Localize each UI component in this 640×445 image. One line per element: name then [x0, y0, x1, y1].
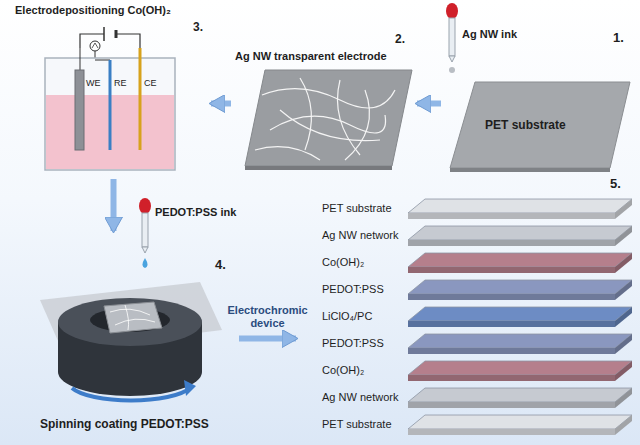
nanowires — [255, 78, 395, 160]
layer-slab — [408, 280, 632, 300]
layer-box: LiClO₄/PC — [300, 304, 400, 330]
pet-plate-edge — [450, 168, 610, 172]
electrode-label: RE — [114, 78, 127, 89]
step-number: 5. — [610, 176, 621, 192]
process-arrow — [417, 101, 441, 107]
ink-label: Ag NW ink — [462, 28, 517, 41]
node-label: PET substrate — [485, 118, 566, 132]
ink-label: PEDOT:PSS ink — [155, 206, 236, 219]
node-label: Ag NW network — [322, 391, 398, 404]
agnw-plate-edge — [245, 166, 392, 170]
layer-box: Ag NW network — [300, 385, 402, 411]
node-label: PET substrate — [322, 418, 392, 431]
node-label: Co(OH)₂ — [322, 364, 364, 377]
process-arrow — [211, 101, 231, 107]
layer-box: Ag NW network — [300, 223, 402, 249]
layer-box: Co(OH)₂ — [300, 250, 400, 276]
dropper — [139, 198, 151, 268]
node-label: LiClO₄/PC — [322, 310, 372, 323]
node-label: PET substrate — [322, 202, 392, 215]
node-label: Ag NW network — [322, 229, 398, 242]
node-label: PEDOT:PSS — [322, 283, 384, 296]
dropper — [446, 3, 458, 73]
step-box: 5.PET substrateAg NW networkCo(OH)₂PEDOT… — [300, 176, 637, 442]
layer-box: PET substrate — [300, 196, 400, 222]
spin-coater — [40, 282, 222, 400]
layer-slab — [408, 415, 632, 435]
layer-slab — [408, 334, 632, 354]
pet-plate — [450, 82, 630, 168]
step-box: Electrodepositioning Co(OH)₂ 3. — [15, 4, 207, 175]
layer-slab — [408, 253, 632, 273]
node-label: Ag NW transparent electrode — [235, 50, 387, 63]
layer-slab — [408, 388, 632, 408]
electrode-label: CE — [144, 78, 157, 89]
step-box: 2. Ag NW transparent electrode — [235, 32, 413, 175]
process-arrow — [111, 179, 117, 231]
edge-label: Electrochromic device — [228, 304, 308, 330]
node-label: PEDOT:PSS — [322, 337, 384, 350]
step-box: 4. Spinning coating PEDOT:PSS — [20, 235, 235, 442]
step-number: 1. — [613, 30, 624, 46]
step-number: 4. — [215, 257, 226, 273]
layer-slab — [408, 307, 632, 327]
step-number: 2. — [395, 32, 405, 46]
layer-box: Co(OH)₂ — [300, 358, 400, 384]
layer-box: PET substrate — [300, 412, 400, 438]
electrode-label: WE — [86, 78, 101, 89]
device-stack — [408, 199, 632, 435]
node-label: Electrodepositioning Co(OH)₂ — [15, 4, 171, 17]
electrochemical-cell — [45, 27, 175, 170]
step-number: 3. — [193, 20, 203, 34]
layer-slab — [408, 361, 632, 381]
layer-slab — [408, 226, 632, 246]
process-arrow — [239, 336, 296, 342]
layer-slab — [408, 199, 632, 219]
layer-box: PEDOT:PSS — [300, 277, 400, 303]
agnw-plate — [245, 70, 412, 166]
step-box: 1. PET substrate — [445, 30, 630, 175]
node-label: Spinning coating PEDOT:PSS — [40, 417, 209, 431]
layer-box: PEDOT:PSS — [300, 331, 400, 357]
node-label: Co(OH)₂ — [322, 256, 364, 269]
